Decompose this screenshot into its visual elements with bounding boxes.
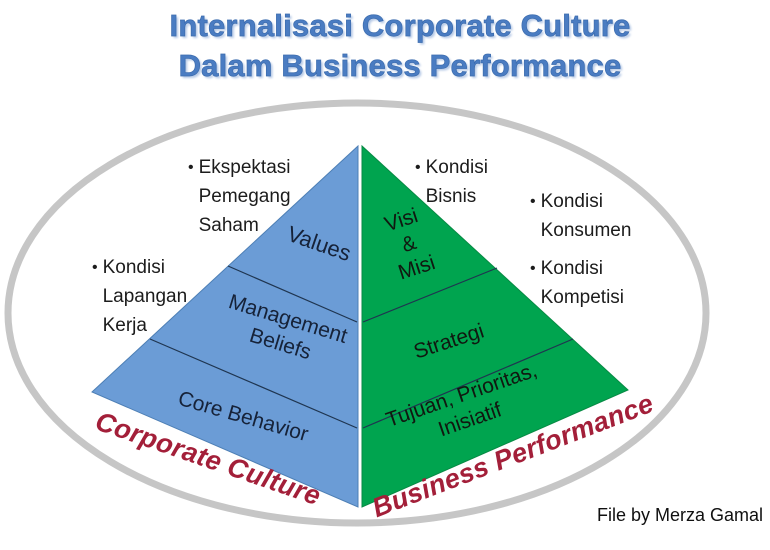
annotation-text: Kondisi Kompetisi bbox=[540, 258, 625, 308]
pyramid-right-face bbox=[361, 144, 629, 508]
title-line-1: Internalisasi Corporate Culture bbox=[169, 8, 631, 44]
left-face-divider-1 bbox=[227, 265, 358, 323]
annotation-text: Ekspektasi Pemegang Saham bbox=[198, 157, 291, 236]
slide-title: Internalisasi Corporate Culture Dalam Bu… bbox=[30, 6, 770, 86]
right-face-divider-1 bbox=[362, 267, 498, 323]
annotation-text: Kondisi Konsumen bbox=[540, 191, 632, 241]
bullet-icon: • bbox=[188, 159, 194, 176]
bullet-icon: • bbox=[530, 260, 536, 277]
left-face-divider-2 bbox=[149, 338, 358, 429]
pyramid-left-face bbox=[91, 144, 359, 508]
annotation-kondisi-kompetisi: • Kondisi Kompetisi bbox=[530, 254, 646, 312]
annotation-text: Kondisi Lapangan Kerja bbox=[102, 257, 188, 336]
annotation-kondisi-bisnis: • Kondisi Bisnis bbox=[415, 153, 511, 211]
file-credit: File by Merza Gamal bbox=[596, 505, 763, 525]
annotation-kondisi-konsumen: • Kondisi Konsumen bbox=[530, 187, 649, 245]
right-face-divider-2 bbox=[362, 338, 574, 429]
bullet-icon: • bbox=[530, 193, 536, 210]
annotation-ekspektasi-pemegang-saham: • Ekspektasi Pemegang Saham bbox=[188, 153, 311, 240]
ellipse-outline bbox=[4, 99, 710, 527]
bullet-icon: • bbox=[92, 259, 98, 276]
annotation-kondisi-lapangan-kerja: • Kondisi Lapangan Kerja bbox=[92, 253, 203, 340]
bullet-icon: • bbox=[415, 159, 421, 176]
title-line-2: Dalam Business Performance bbox=[178, 48, 622, 84]
annotation-text: Kondisi Bisnis bbox=[425, 157, 488, 207]
